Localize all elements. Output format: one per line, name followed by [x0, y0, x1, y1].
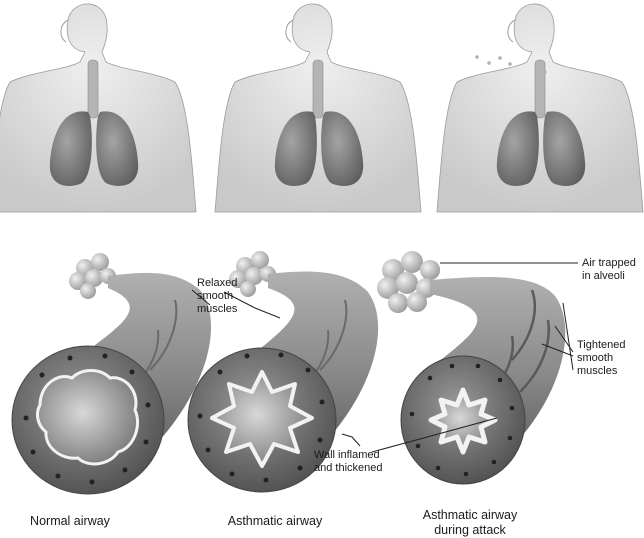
caption-asthmatic-text: Asthmatic airway: [228, 514, 322, 528]
tightened-line1: Tightened: [577, 339, 626, 352]
trapped-line2: in alveoli: [582, 270, 636, 283]
caption-normal-text: Normal airway: [30, 514, 110, 528]
label-tightened-muscles: Tightened smooth muscles: [577, 339, 626, 378]
tightened-line3: muscles: [577, 365, 626, 378]
figure-normal: [0, 4, 196, 212]
relaxed-line1: Relaxed: [197, 277, 237, 290]
label-relaxed-muscles: Relaxed smooth muscles: [197, 277, 237, 316]
relaxed-line2: smooth: [197, 290, 237, 303]
caption-attack-line2: during attack: [405, 523, 535, 538]
trapped-line1: Air trapped: [582, 257, 636, 270]
figure-attack: [437, 4, 643, 212]
label-air-trapped: Air trapped in alveoli: [582, 257, 636, 283]
tightened-line2: smooth: [577, 352, 626, 365]
caption-normal-airway: Normal airway: [15, 514, 125, 529]
airway-normal: [12, 253, 211, 494]
relaxed-line3: muscles: [197, 303, 237, 316]
label-wall-inflamed: Wall inflamed and thickened: [314, 449, 383, 475]
caption-attack-line1: Asthmatic airway: [405, 508, 535, 523]
inflamed-line1: Wall inflamed: [314, 449, 383, 462]
inflamed-line2: and thickened: [314, 462, 383, 475]
airway-attack: [377, 251, 565, 484]
figure-asthmatic: [215, 4, 421, 212]
caption-asthmatic-airway: Asthmatic airway: [215, 514, 335, 529]
caption-attack-airway: Asthmatic airway during attack: [405, 508, 535, 538]
